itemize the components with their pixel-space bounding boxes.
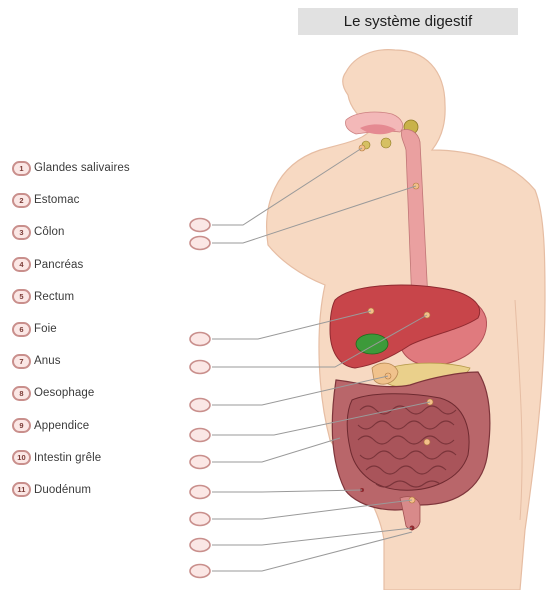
callout-badge [190, 456, 210, 469]
callout-badge [190, 486, 210, 499]
callout-badge [190, 429, 210, 442]
callout-badge [190, 333, 210, 346]
callout-badge [190, 399, 210, 412]
callout-badge [190, 361, 210, 374]
callout-badge [190, 565, 210, 578]
gallbladder [356, 334, 388, 354]
callout-badge [190, 237, 210, 250]
callout-badge [190, 513, 210, 526]
salivary-gland-shape [381, 138, 391, 148]
callout-badge [190, 219, 210, 232]
callout-badges [190, 219, 210, 578]
callout-badge [190, 539, 210, 552]
